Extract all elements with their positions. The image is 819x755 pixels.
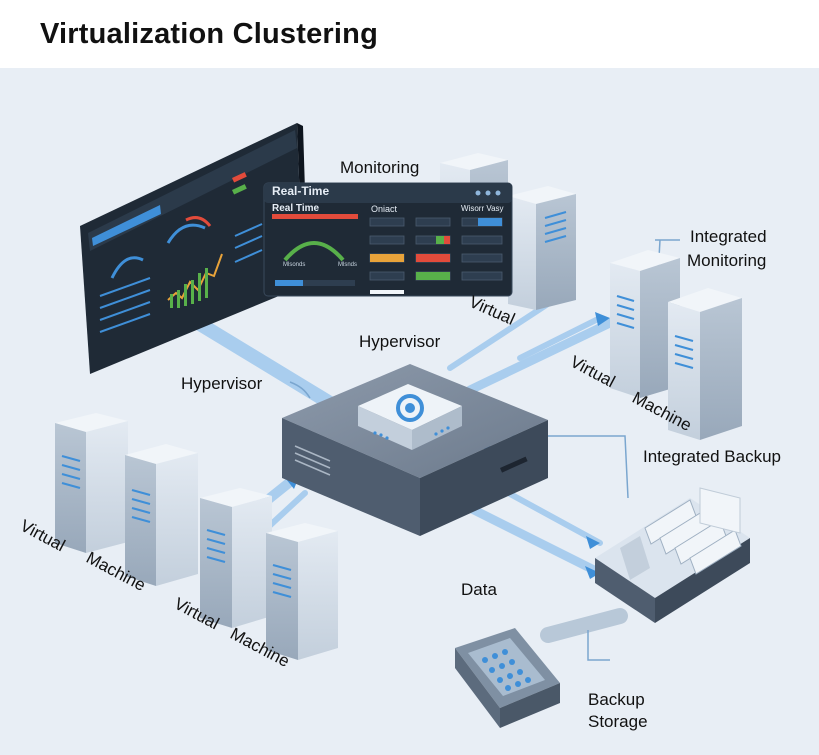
server-left-1 — [55, 413, 128, 553]
server-right-2 — [668, 288, 742, 440]
label-integrated-monitoring-1: Integrated — [690, 227, 767, 246]
label-data: Data — [461, 580, 497, 599]
real-time-popup — [263, 182, 513, 297]
hypervisor-hub — [282, 364, 548, 536]
monitoring-dashboard — [80, 123, 308, 374]
server-mid-2 — [266, 523, 338, 660]
label-hypervisor-top: Hypervisor — [359, 332, 441, 351]
label-backup-storage-1: Backup — [588, 690, 645, 709]
server-left-2 — [125, 444, 198, 586]
label-monitoring: Monitoring — [340, 158, 420, 177]
popup-column-oniact: Oniact — [371, 204, 398, 214]
label-integrated-monitoring-2: Monitoring — [687, 251, 767, 270]
backup-storage-tray — [455, 628, 560, 728]
popup-footer-left: Mlsonds — [283, 262, 306, 268]
diagram-canvas — [55, 123, 750, 728]
page-title: Virtualization Clustering — [40, 18, 379, 50]
popup-title: Real-Time — [272, 184, 330, 198]
popup-column-real-time: Real Time — [272, 203, 320, 214]
integrated-backup-unit — [595, 487, 750, 623]
label-hypervisor-left: Hypervisor — [181, 374, 263, 393]
popup-footer-right: Mlsnds — [338, 262, 358, 268]
server-behind-popup-2 — [508, 186, 576, 310]
popup-column-wisorr-vasy: Wisorr Vasy — [461, 204, 504, 213]
label-backup-storage-2: Storage — [588, 712, 648, 731]
label-integrated-backup: Integrated Backup — [643, 447, 781, 466]
server-mid-1 — [200, 488, 272, 628]
